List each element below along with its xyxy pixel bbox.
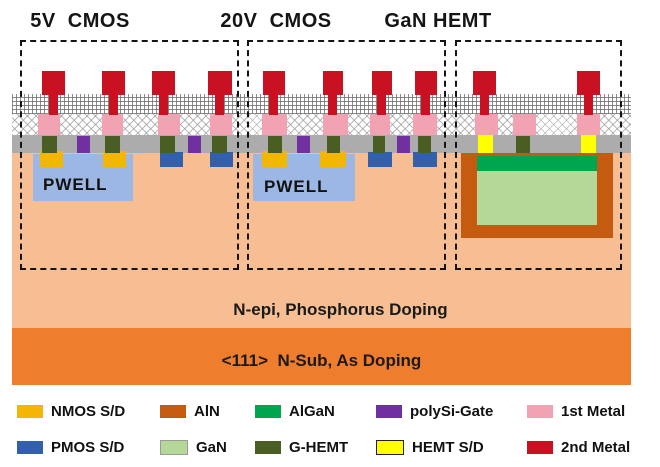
metal2-via: [480, 94, 489, 115]
nmos-sd: [103, 151, 126, 167]
polysi-gate: [397, 136, 410, 153]
hemt-s-d-swatch: [376, 439, 404, 455]
nmos-s-d-label: NMOS S/D: [51, 402, 126, 420]
pmos-sd: [368, 152, 392, 167]
legend-item-polysi-gate: polySi-Gate: [376, 402, 494, 420]
metal2-post: [152, 71, 175, 95]
metal1-block: [262, 114, 287, 135]
sd-contact: [160, 136, 175, 153]
legend-item-2nd-metal: 2nd Metal: [527, 438, 631, 456]
device-box-gan-hemt: [455, 40, 622, 270]
metal1-block: [577, 114, 600, 135]
metal1-block: [323, 114, 348, 135]
algan-label: AlGaN: [289, 402, 335, 420]
metal2-via: [269, 94, 278, 115]
sd-contact: [418, 136, 431, 153]
metal2-post: [42, 71, 65, 95]
device-box-5v-cmos: [20, 40, 239, 270]
metal2-via: [49, 94, 58, 115]
metal2-post: [372, 71, 392, 95]
n-sub-region: [12, 328, 631, 385]
hemt-s-d-label: HEMT S/D: [412, 438, 484, 456]
sd-contact: [373, 136, 385, 153]
legend-item-algan: AlGaN: [255, 402, 335, 420]
metal1-block: [475, 114, 498, 135]
section-title-2: 20V CMOS: [220, 10, 332, 32]
1st-metal-swatch: [527, 404, 553, 418]
aln-label: AlN: [194, 402, 220, 420]
legend-item-nmos-s-d: NMOS S/D: [17, 402, 126, 420]
hemt-sd: [581, 135, 596, 153]
metal1-block: [513, 114, 536, 135]
metal1-block: [38, 114, 60, 135]
g-hemt-gate: [516, 136, 530, 153]
gan-swatch: [160, 439, 188, 455]
pmos-sd: [413, 152, 437, 167]
metal2-post: [102, 71, 125, 95]
pmos-sd: [210, 152, 233, 167]
metal2-post: [208, 71, 232, 95]
legend-item-1st-metal: 1st Metal: [527, 402, 626, 420]
metal2-via: [421, 94, 430, 115]
1st-metal-label: 1st Metal: [561, 402, 626, 420]
pmos-s-d-swatch: [17, 440, 43, 454]
sd-contact: [105, 136, 120, 153]
pmos-s-d-label: PMOS S/D: [51, 438, 125, 456]
legend-item-pmos-s-d: PMOS S/D: [17, 438, 125, 456]
legend-item-hemt-s-d: HEMT S/D: [376, 438, 484, 456]
metal2-post: [415, 71, 437, 95]
n-sub-label: <111> N-Sub, As Doping: [221, 351, 422, 370]
hemt-sd: [478, 135, 493, 153]
metal1-block: [210, 114, 232, 135]
section-title-3: GaN HEMT: [384, 10, 492, 32]
gan-layer: [477, 171, 597, 225]
metal2-post: [473, 71, 496, 95]
legend-item-g-hemt: G-HEMT: [255, 438, 349, 456]
device-box-20v-cmos: [247, 40, 446, 270]
pwell-label-2: PWELL: [264, 177, 329, 196]
metal2-via: [109, 94, 118, 115]
metal2-post: [323, 71, 343, 95]
legend-item-gan: GaN: [160, 438, 227, 456]
metal2-via: [328, 94, 337, 115]
sd-contact: [268, 136, 282, 153]
metal2-via: [377, 94, 386, 115]
metal2-via: [215, 94, 224, 115]
n-epi-label: N-epi, Phosphorus Doping: [233, 300, 448, 319]
polysi-gate: [77, 136, 90, 153]
polysi-gate-swatch: [376, 404, 402, 418]
metal1-block: [102, 114, 123, 135]
section-title-1: 5V CMOS: [30, 10, 130, 32]
metal2-via: [584, 94, 593, 115]
metal1-block: [158, 114, 180, 135]
nmos-sd: [320, 151, 346, 167]
polysi-gate: [297, 136, 310, 153]
metal2-post: [263, 71, 285, 95]
g-hemt-swatch: [255, 440, 281, 454]
nmos-s-d-swatch: [17, 404, 43, 418]
2nd-metal-label: 2nd Metal: [561, 438, 631, 456]
sd-contact: [327, 136, 340, 153]
polysi-gate-label: polySi-Gate: [410, 402, 494, 420]
polysi-gate: [188, 136, 201, 153]
g-hemt-label: G-HEMT: [289, 438, 349, 456]
metal2-via: [159, 94, 168, 115]
pmos-sd: [160, 152, 183, 167]
algan-swatch: [255, 404, 281, 418]
aln-swatch: [160, 404, 186, 418]
sd-contact: [212, 136, 227, 153]
nmos-sd: [40, 151, 63, 167]
pwell-label-1: PWELL: [43, 175, 108, 194]
nmos-sd: [262, 151, 287, 167]
gan-label: GaN: [196, 438, 227, 456]
metal1-block: [370, 114, 390, 135]
2nd-metal-swatch: [527, 440, 553, 454]
legend-item-aln: AlN: [160, 402, 220, 420]
algan-layer: [477, 156, 597, 171]
metal1-block: [413, 114, 437, 135]
metal2-post: [577, 71, 600, 95]
sd-contact: [42, 136, 57, 153]
